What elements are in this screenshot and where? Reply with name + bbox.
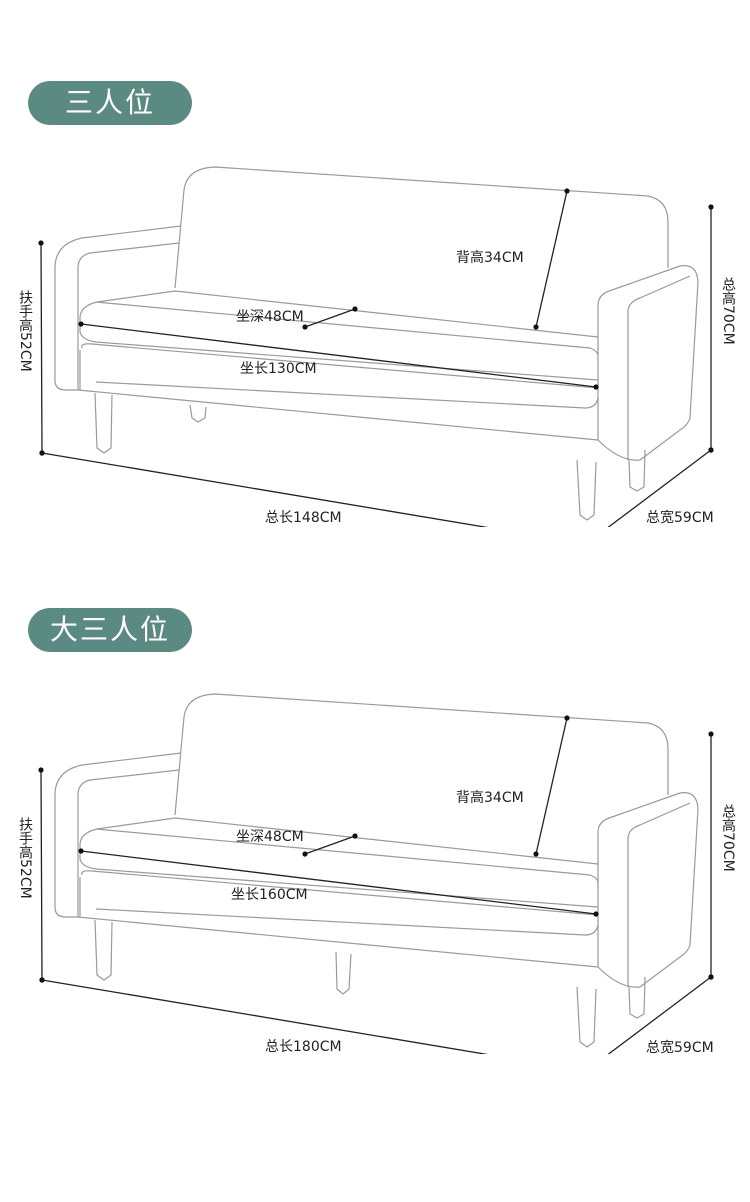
seat-depth-line-start-dot bbox=[302, 324, 308, 330]
sofa-dimension-diagram: 背高34CM 坐深48CM 坐长130CM 总长148CM 总宽59CM 扶手高52CM 总… bbox=[17, 166, 736, 527]
right-arm-inner bbox=[627, 275, 691, 460]
seat-length-line-start-dot bbox=[78, 848, 84, 854]
seat-base bbox=[79, 870, 599, 936]
total-length-label: 总长148CM bbox=[265, 510, 342, 526]
seat-length-line bbox=[80, 323, 597, 388]
back-height-line bbox=[535, 717, 568, 855]
total-length-line-start-dot bbox=[39, 450, 45, 456]
front-right-leg bbox=[576, 459, 597, 521]
front-middle-leg bbox=[335, 951, 352, 995]
frame-bottom bbox=[77, 389, 641, 461]
back-height-line-start-dot bbox=[564, 715, 570, 721]
total-length-line bbox=[41, 979, 489, 1054]
left-arm-outer bbox=[54, 752, 182, 918]
seat-cushion bbox=[79, 290, 599, 381]
front-left-leg bbox=[94, 919, 113, 981]
right-arm-outer bbox=[597, 791, 699, 988]
seat-depth-line bbox=[304, 835, 356, 855]
right-arm-outer bbox=[597, 264, 699, 461]
seat-cushion-back bbox=[174, 817, 599, 865]
section-title-badge: 大三人位 bbox=[28, 608, 192, 652]
seat-cushion bbox=[79, 817, 599, 908]
total-height-line-start-dot bbox=[708, 204, 714, 210]
seat-depth-label: 坐深48CM bbox=[236, 309, 304, 325]
total-height-line-end-dot bbox=[708, 447, 714, 453]
seat-depth-label: 坐深48CM bbox=[236, 829, 304, 845]
total-width-label: 总宽59CM bbox=[646, 1039, 714, 1054]
total-height-line-start-dot bbox=[708, 731, 714, 737]
armrest-height-label: 扶手高52CM bbox=[17, 290, 33, 372]
left-arm-outer bbox=[54, 225, 182, 391]
total-width-label: 总宽59CM bbox=[646, 509, 714, 526]
backrest-outline bbox=[174, 166, 669, 289]
back-height-line-end-dot bbox=[533, 851, 539, 857]
total-height-label: 总高70CM bbox=[720, 277, 736, 345]
back-height-label: 背高34CM bbox=[456, 249, 524, 266]
total-length-label: 总长180CM bbox=[265, 1039, 342, 1054]
back-middle-leg bbox=[189, 404, 207, 423]
seat-length-line bbox=[80, 850, 597, 915]
backrest-outline bbox=[174, 693, 669, 816]
armrest-height-line bbox=[40, 769, 43, 981]
total-width-line bbox=[607, 976, 712, 1054]
total-height-label: 总高70CM bbox=[720, 804, 736, 872]
seat-depth-line bbox=[304, 308, 356, 328]
seat-length-label: 坐长160CM bbox=[231, 887, 308, 903]
total-length-line-start-dot bbox=[39, 977, 45, 983]
total-width-line bbox=[607, 449, 712, 527]
sofa-dimension-diagram: 背高34CM 坐深48CM 坐长160CM 总长180CM 总宽59CM 扶手高52CM 总… bbox=[17, 693, 736, 1054]
seat-cushion-back bbox=[174, 290, 599, 338]
seat-length-label: 坐长130CM bbox=[240, 361, 317, 377]
armrest-height-line-start-dot bbox=[38, 240, 44, 246]
back-right-leg bbox=[628, 449, 646, 492]
armrest-height-line bbox=[40, 242, 43, 454]
left-arm-inner bbox=[77, 769, 180, 917]
section-three-seat: 三人位 背高34CM 坐深48CM 坐长130CM 总长148CM 总宽59CM 扶手高5… bbox=[0, 0, 750, 527]
seat-base bbox=[79, 343, 599, 409]
frame-bottom bbox=[77, 916, 641, 988]
section-title-badge: 三人位 bbox=[28, 81, 192, 125]
left-arm-inner bbox=[77, 242, 180, 390]
right-arm-inner bbox=[627, 802, 691, 987]
front-left-leg bbox=[94, 392, 113, 454]
seat-length-line-end-dot bbox=[593, 384, 599, 390]
seat-depth-line-end-dot bbox=[352, 833, 358, 839]
back-height-line-start-dot bbox=[564, 188, 570, 194]
front-right-leg bbox=[576, 986, 597, 1048]
total-length-line bbox=[41, 452, 489, 527]
total-height-line-end-dot bbox=[708, 974, 714, 980]
armrest-height-label: 扶手高52CM bbox=[17, 817, 33, 899]
seat-depth-line-start-dot bbox=[302, 851, 308, 857]
back-height-line-end-dot bbox=[533, 324, 539, 330]
seat-length-line-start-dot bbox=[78, 321, 84, 327]
back-right-leg bbox=[628, 976, 646, 1019]
back-height-line bbox=[535, 190, 568, 328]
back-height-label: 背高34CM bbox=[456, 789, 524, 806]
armrest-height-line-start-dot bbox=[38, 767, 44, 773]
section-large-three-seat: 大三人位 背高34CM 坐深48CM 坐长160CM 总长180CM 总宽59CM 扶手高… bbox=[0, 527, 750, 1054]
seat-depth-line-end-dot bbox=[352, 306, 358, 312]
seat-length-line-end-dot bbox=[593, 911, 599, 917]
